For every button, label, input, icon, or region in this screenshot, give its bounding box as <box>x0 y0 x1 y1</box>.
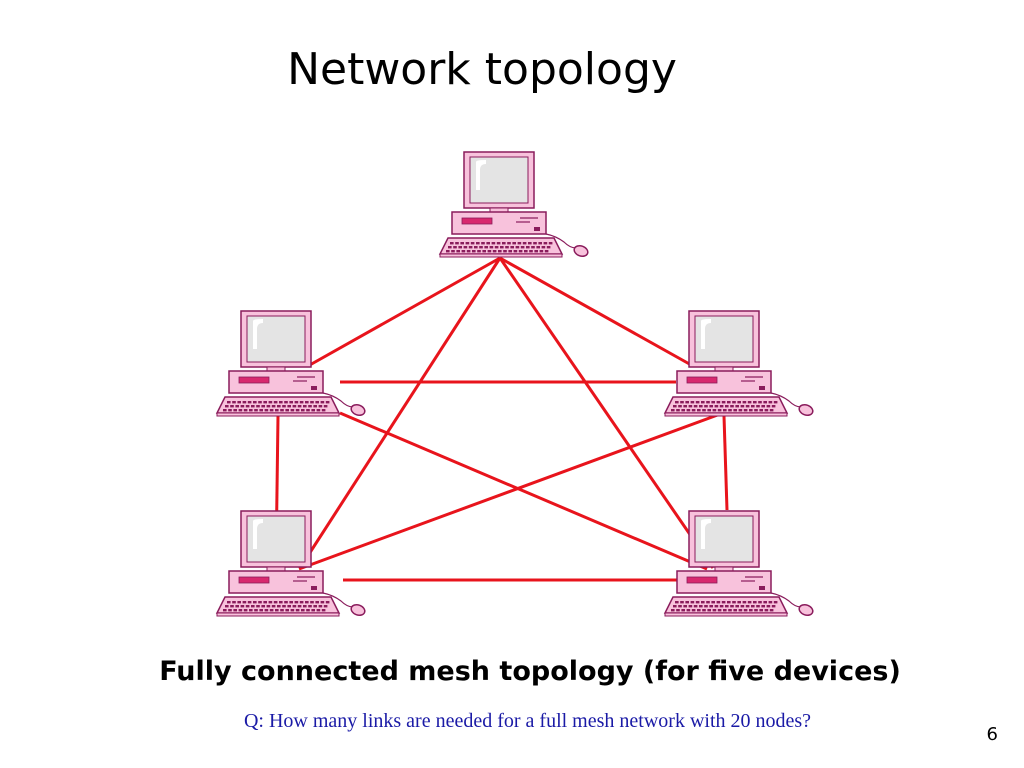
link-upper-right-lower-left <box>298 411 724 571</box>
computer-upper-left <box>215 310 366 417</box>
link-upper-right-lower-right <box>722 415 729 511</box>
computer-upper-right <box>663 310 814 417</box>
computer-top <box>438 151 589 258</box>
slide-title: Network topology <box>287 44 677 95</box>
link-top-upper-right <box>499 256 694 368</box>
links-layer <box>274 256 729 582</box>
link-top-lower-left <box>298 257 502 569</box>
diagram-caption: Fully connected mesh topology (for five … <box>159 656 901 687</box>
link-top-lower-right <box>498 257 715 569</box>
computer-lower-left <box>215 510 366 617</box>
nodes-layer <box>215 151 814 617</box>
link-top-upper-left <box>307 256 501 368</box>
question-text: Q: How many links are needed for a full … <box>243 710 812 732</box>
link-upper-left-lower-right <box>339 411 708 571</box>
computer-lower-right <box>663 510 814 617</box>
page-number: 6 <box>986 724 998 745</box>
